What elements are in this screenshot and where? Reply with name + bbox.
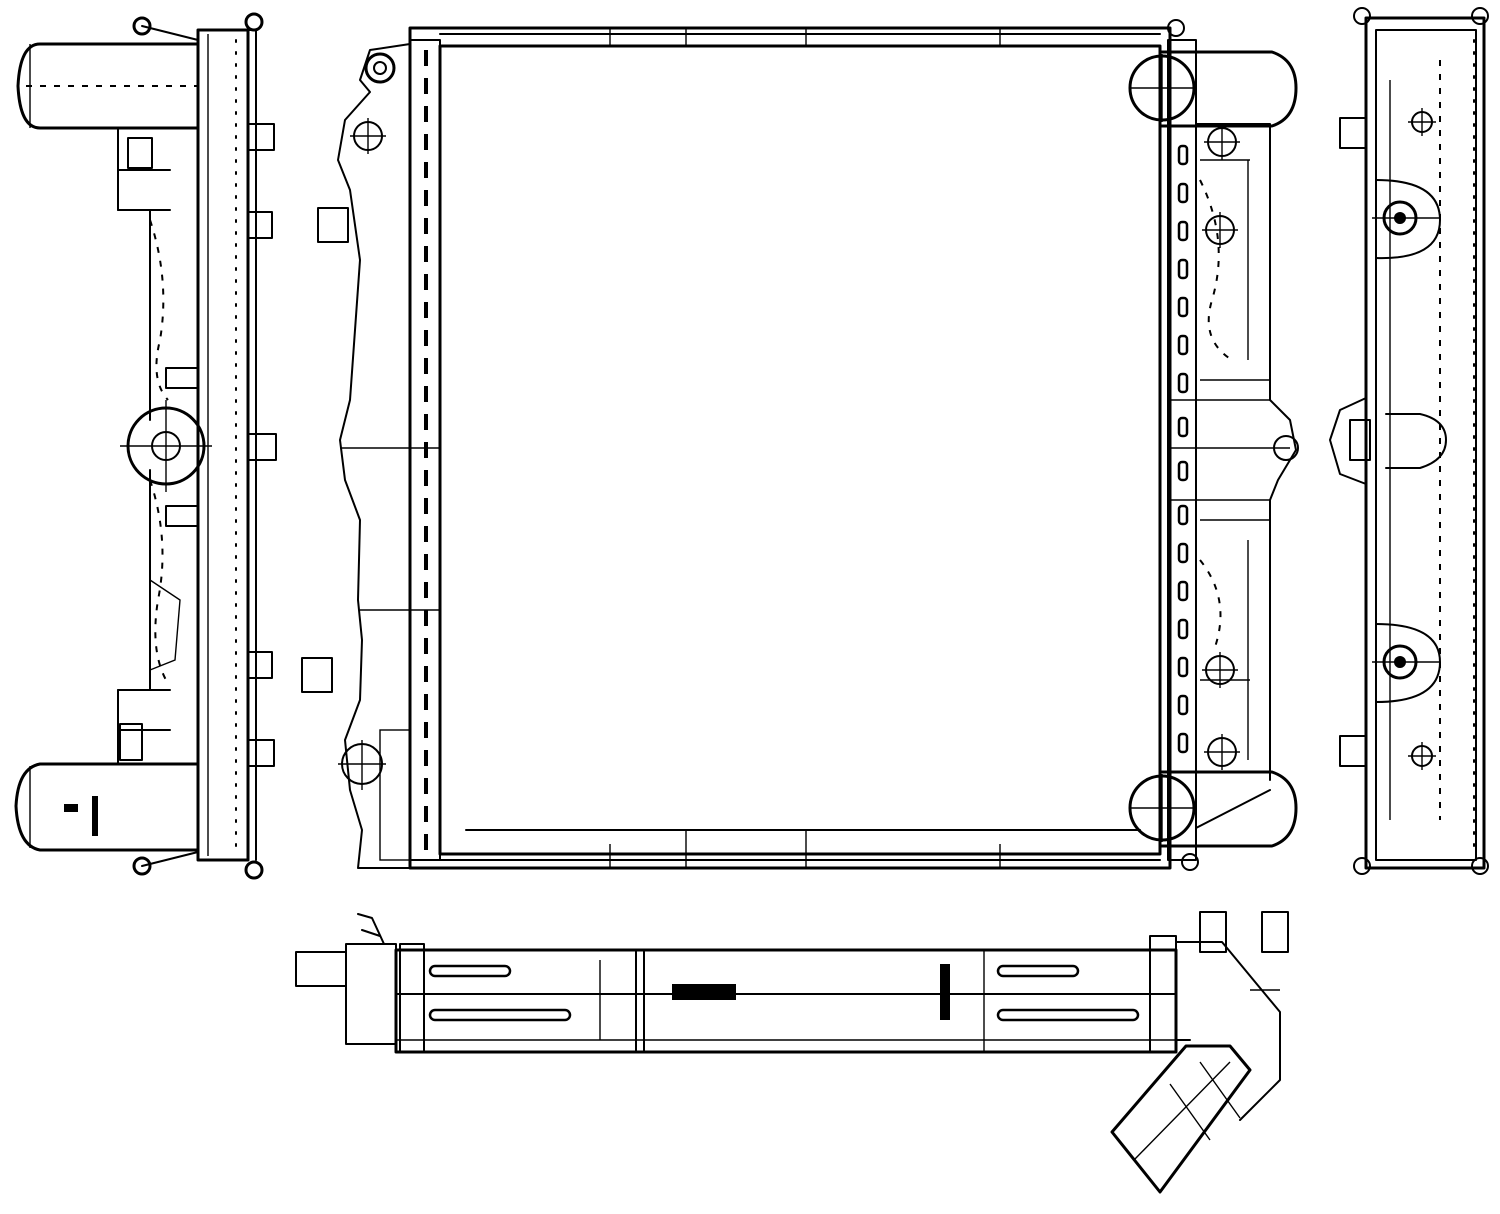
front-view	[301, 19, 1299, 871]
right-tank-slots	[1177, 144, 1189, 754]
left-side-view	[14, 12, 277, 880]
bottom-view	[295, 911, 1289, 1194]
right-side-view	[1329, 7, 1489, 875]
